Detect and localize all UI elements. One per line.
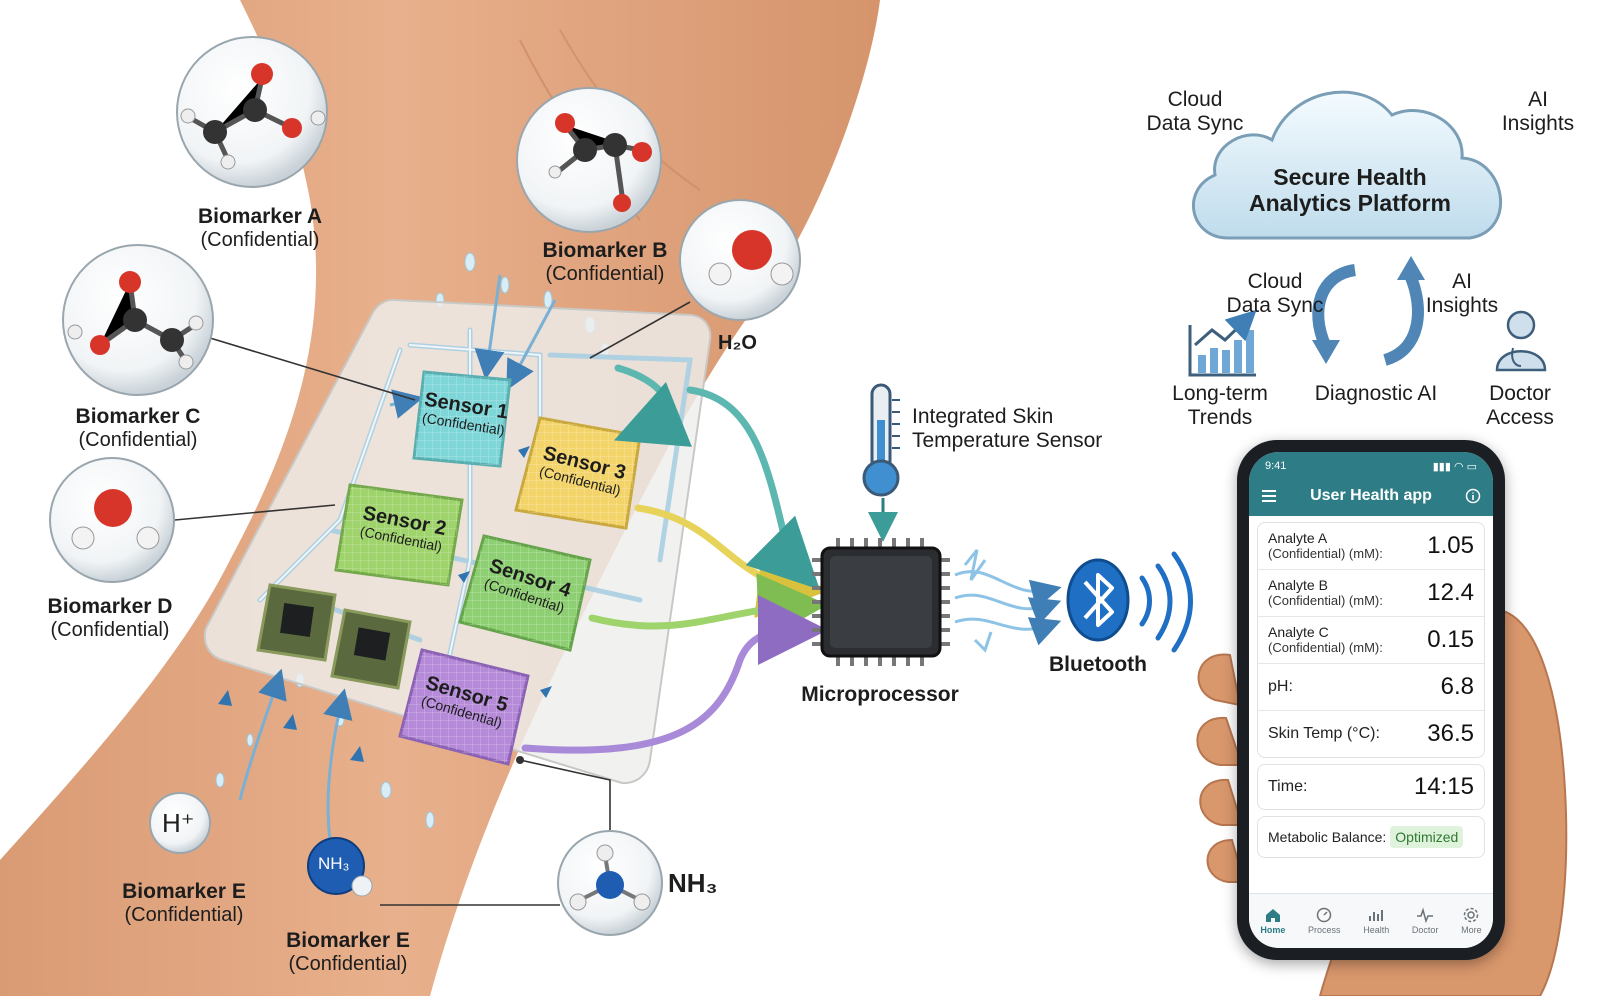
home-icon: [1265, 909, 1280, 922]
metric-label: Skin Temp (°C):: [1268, 725, 1380, 743]
metric-value: 36.5: [1427, 720, 1474, 747]
nav-more[interactable]: More: [1461, 907, 1482, 935]
sensor-patch: [203, 298, 712, 785]
metric-value: 0.15: [1427, 626, 1474, 653]
label-water: H₂O: [718, 332, 757, 354]
ammonia-bubble-small: [307, 837, 373, 897]
cloud-shape: [1191, 90, 1503, 240]
molecule-bubble-a: [176, 36, 328, 188]
label-biomarker-e-proton: Biomarker E(Confidential): [122, 880, 246, 926]
gauge-icon: [1317, 907, 1332, 923]
microprocessor-chip: [812, 538, 950, 666]
status-icons: ▮▮▮ ◠ ▭: [1432, 461, 1477, 473]
app-header: User Health app: [1249, 476, 1493, 516]
label-bluetooth: Bluetooth: [1049, 653, 1147, 676]
thermometer-icon: [862, 383, 900, 497]
metric-row: Analyte A(Confidential) (mM): 1.05: [1258, 523, 1484, 570]
menu-icon[interactable]: [1261, 489, 1277, 503]
bar-chart-icon: [1369, 910, 1384, 921]
label-ammonia: NH₃: [668, 868, 718, 898]
metabolic-label: Metabolic Balance:: [1268, 829, 1387, 845]
metric-value: 12.4: [1427, 579, 1474, 606]
status-time: 9:41: [1265, 460, 1287, 472]
metric-sublabel: (Confidential) (mM):: [1268, 545, 1383, 561]
wireless-stream: [954, 549, 1062, 653]
sync-arrows-icon: [1312, 256, 1425, 366]
status-bar: 9:41 ▮▮▮ ◠ ▭: [1249, 452, 1493, 476]
bottom-nav: Home Process Health Doctor More: [1249, 893, 1493, 948]
metric-label: Analyte B: [1268, 577, 1328, 594]
smartphone: 9:41 ▮▮▮ ◠ ▭ User Health app Analyte A(C…: [1237, 440, 1505, 960]
metabolic-card: Metabolic Balance: Optimized: [1257, 816, 1485, 858]
metric-value: 6.8: [1440, 673, 1474, 700]
label-proton: H⁺: [162, 808, 195, 838]
gear-icon: [1464, 907, 1479, 923]
molecule-bubble-b: [516, 87, 662, 233]
bluetooth-icon: [1066, 551, 1193, 653]
phone-screen: 9:41 ▮▮▮ ◠ ▭ User Health app Analyte A(C…: [1249, 452, 1493, 948]
patch-chips: [256, 583, 412, 690]
water-bubble-top: [679, 199, 801, 321]
ammonia-bubble-large: [557, 830, 663, 936]
metric-value: 1.05: [1427, 532, 1474, 559]
app-title: User Health app: [1310, 487, 1432, 504]
metric-label: Analyte C: [1268, 624, 1329, 641]
metric-row: Analyte B(Confidential) (mM): 12.4: [1258, 570, 1484, 617]
status-badge: Optimized: [1390, 826, 1464, 848]
label-biomarker-a: Biomarker A(Confidential): [197, 205, 323, 251]
metric-sublabel: (Confidential) (mM):: [1268, 639, 1383, 655]
label-diagnostic-ai: Diagnostic AI: [1314, 382, 1438, 405]
metric-row: Analyte C(Confidential) (mM): 0.15: [1258, 617, 1484, 664]
metric-label: Analyte A: [1268, 530, 1328, 547]
nav-doctor[interactable]: Doctor: [1412, 907, 1438, 935]
nav-home[interactable]: Home: [1260, 907, 1285, 935]
label-biomarker-d: Biomarker D(Confidential): [47, 595, 173, 641]
trend-chart-icon: [1188, 309, 1257, 377]
sensor-2: [334, 483, 464, 587]
sensor-3: [514, 416, 642, 530]
molecule-bubble-d: [49, 457, 175, 583]
label-biomarker-e-ammonia: Biomarker E(Confidential): [286, 929, 410, 975]
nav-health[interactable]: Health: [1363, 907, 1389, 935]
molecule-bubble-c: [62, 244, 214, 396]
sensor-5: [398, 648, 530, 766]
time-value: 14:15: [1413, 773, 1474, 800]
proton-bubble: [149, 792, 211, 854]
metric-label: pH:: [1268, 678, 1293, 696]
info-icon[interactable]: [1465, 488, 1481, 504]
time-label: Time:: [1268, 778, 1308, 796]
label-microprocessor: Microprocessor: [801, 683, 959, 706]
label-ammonia-bubble: NH₃: [318, 854, 350, 873]
label-biomarker-c: Biomarker C(Confidential): [75, 405, 201, 451]
metrics-card: Analyte A(Confidential) (mM): 1.05 Analy…: [1257, 522, 1485, 758]
metric-sublabel: (Confidential) (mM):: [1268, 592, 1383, 608]
sensor-1: [412, 370, 512, 468]
nav-process[interactable]: Process: [1308, 907, 1341, 935]
metric-row: pH: 6.8: [1258, 664, 1484, 711]
time-card: Time: 14:15: [1257, 764, 1485, 810]
sensor-4: [458, 534, 592, 652]
metric-row: Skin Temp (°C): 36.5: [1258, 711, 1484, 757]
doctor-icon: [1495, 310, 1547, 372]
pulse-icon: [1417, 907, 1434, 923]
label-biomarker-b: Biomarker B(Confidential): [542, 239, 668, 285]
